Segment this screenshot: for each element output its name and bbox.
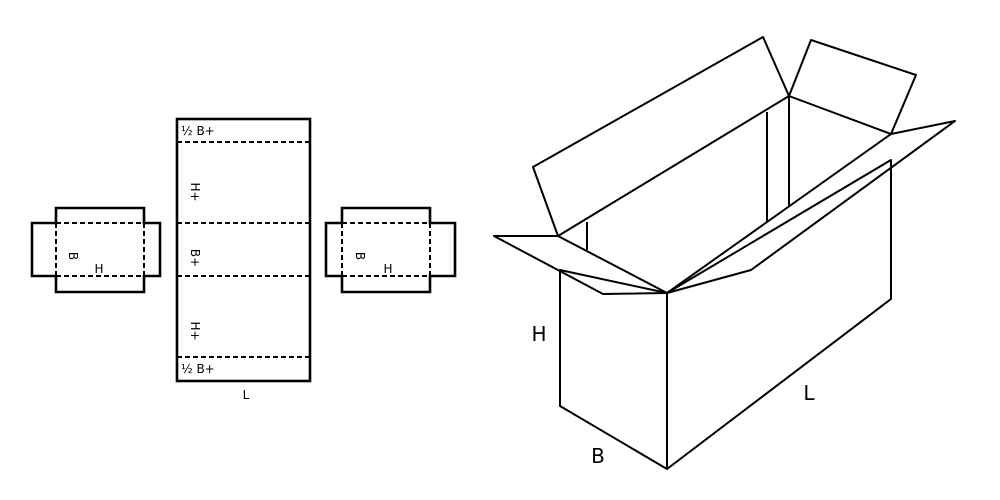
open-box-3d: H B L (493, 36, 956, 470)
strip-length-label: L (243, 388, 250, 402)
main-strip-outline (175, 117, 312, 383)
box-width-label: B (591, 444, 605, 468)
box-front-flap (666, 120, 956, 294)
right-end-panel: B H (324, 206, 457, 294)
bottom-flap-label: ½ B+ (181, 362, 215, 376)
right-end-panel-outline (324, 206, 457, 294)
box-front-face (666, 159, 892, 470)
main-strip: ½ B+ H+ B+ H+ ½ B+ (175, 117, 312, 383)
left-end-panel: B H (30, 206, 162, 294)
box-height-label: H (531, 322, 546, 346)
left-end-b-label: B (66, 252, 80, 260)
lower-panel-label: H+ (188, 321, 202, 340)
left-end-h-label: H (94, 262, 103, 276)
box-back-flap (532, 36, 790, 237)
right-end-b-label: B (353, 252, 367, 260)
left-end-panel-outline (30, 206, 162, 294)
middle-panel-label: B+ (188, 249, 202, 267)
box-length-label: L (803, 381, 815, 405)
box-back-end-flap (788, 39, 917, 135)
top-flap-label: ½ B+ (181, 124, 215, 138)
box-end-face (559, 269, 668, 470)
box-front-end-flap (493, 235, 668, 295)
upper-panel-label: H+ (188, 182, 202, 201)
right-end-h-label: H (383, 262, 392, 276)
